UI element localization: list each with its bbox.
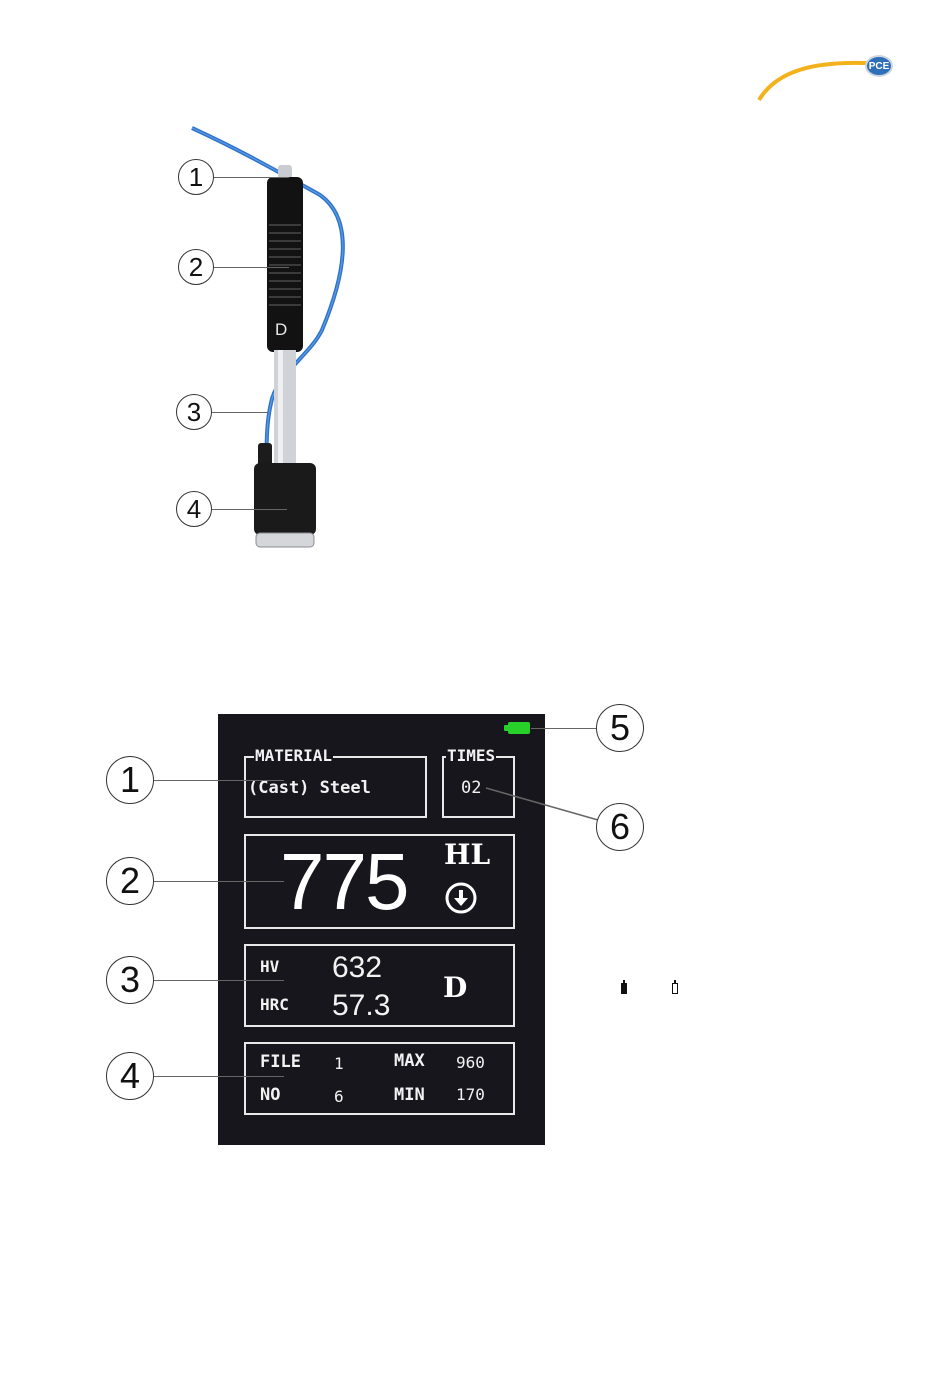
conversion-value-hrc: 57.3 (332, 989, 390, 1023)
hardness-unit-label: HL (444, 838, 490, 871)
probe-callout-3: 3 (176, 394, 212, 430)
max-label: MAX (394, 1051, 425, 1071)
pce-logo: PCE (755, 52, 895, 104)
display-callout-5: 5 (596, 704, 644, 752)
no-value: 6 (334, 1087, 344, 1106)
display-leader-3 (154, 980, 284, 981)
logo-text: PCE (869, 61, 890, 72)
file-label: FILE (260, 1052, 301, 1072)
display-leader-2 (154, 881, 284, 882)
probe-callout-label: 4 (187, 494, 201, 525)
display-leader-1 (154, 780, 284, 781)
battery-full-icon (508, 722, 530, 734)
battery-charged-icon (621, 983, 627, 994)
probe-leader-3 (211, 412, 268, 413)
min-value: 170 (456, 1085, 485, 1104)
pce-badge: PCE (865, 55, 893, 77)
display-callout-6: 6 (596, 803, 644, 851)
display-leader-6 (480, 780, 600, 830)
probe-callout-1: 1 (178, 159, 214, 195)
display-callout-1: 1 (106, 756, 154, 804)
display-callout-label: 6 (610, 806, 630, 848)
probe-callout-4: 4 (176, 491, 212, 527)
min-label: MIN (394, 1085, 425, 1105)
display-callout-2: 2 (106, 857, 154, 905)
no-label: NO (260, 1085, 280, 1105)
probe-type-indicator: D (443, 971, 467, 1004)
arrow-down-circle-icon (445, 882, 477, 914)
battery-empty-icon (672, 983, 678, 994)
display-callout-label: 4 (120, 1055, 140, 1097)
probe-callout-label: 1 (189, 162, 203, 193)
times-title: TIMES (446, 748, 496, 764)
display-callout-label: 5 (610, 707, 630, 749)
device-display-screen: MATERIAL (Cast) Steel TIMES 02 775 HL HV… (218, 714, 545, 1145)
probe-leader-4 (211, 509, 287, 510)
display-callout-label: 3 (120, 959, 140, 1001)
conversion-label-hv: HV (260, 957, 279, 976)
display-leader-4 (154, 1076, 284, 1077)
hardness-reading-value: 775 (280, 842, 407, 922)
times-value: 02 (461, 778, 481, 798)
file-value: 1 (334, 1054, 344, 1073)
material-value: (Cast) Steel (248, 778, 371, 798)
display-callout-label: 1 (120, 759, 140, 801)
material-title: MATERIAL (254, 748, 333, 764)
probe-callout-label: 3 (187, 397, 201, 428)
conversion-label-hrc: HRC (260, 995, 289, 1014)
probe-type-letter: D (275, 320, 287, 340)
conversion-value-hv: 632 (332, 951, 382, 985)
display-callout-4: 4 (106, 1052, 154, 1100)
probe-callout-label: 2 (189, 252, 203, 283)
probe-leader-2 (213, 267, 289, 268)
display-callout-3: 3 (106, 956, 154, 1004)
display-leader-5 (531, 728, 597, 729)
max-value: 960 (456, 1053, 485, 1072)
probe-leader-1 (213, 177, 289, 178)
display-callout-label: 2 (120, 860, 140, 902)
probe-callout-2: 2 (178, 249, 214, 285)
